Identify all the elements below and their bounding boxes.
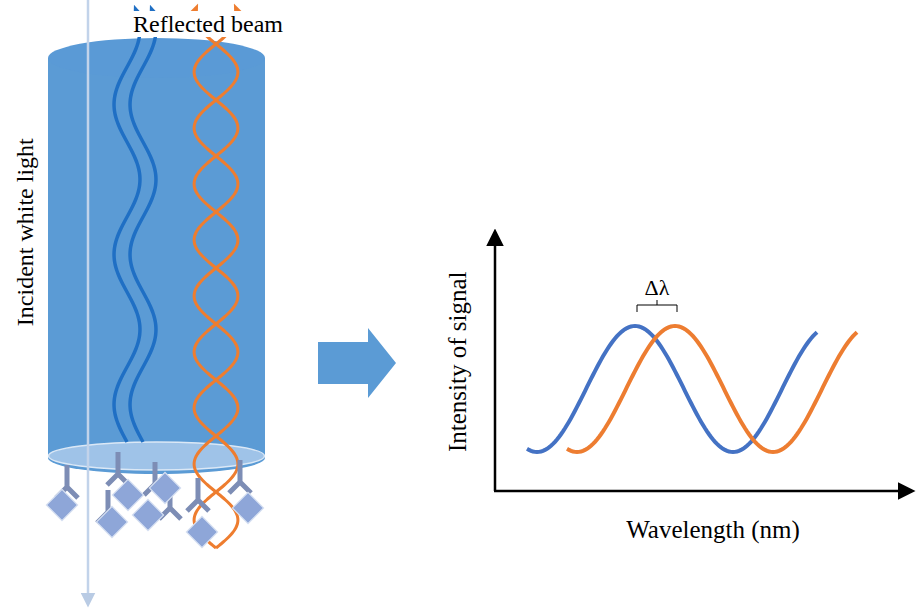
shift-bracket: [637, 300, 677, 312]
antigen: [132, 499, 163, 530]
antigen: [96, 506, 127, 537]
antibody: [229, 460, 251, 493]
spectra: [527, 326, 857, 452]
x-axis: [494, 490, 912, 493]
axis-title: Intensity of signal: [443, 272, 471, 453]
shifted-spectrum: [567, 326, 857, 452]
antibody-layer: [46, 452, 263, 548]
incident-ray: [87, 0, 90, 600]
antigen: [112, 479, 143, 510]
reflected-wave: [130, 10, 156, 442]
antigen: [46, 489, 77, 520]
axis-title: Wavelength (nm): [626, 516, 800, 544]
antigen: [186, 516, 217, 547]
light-label: Incident white light: [12, 138, 38, 326]
beam-label: Reflected beam: [130, 11, 286, 37]
process-arrow: [318, 328, 396, 398]
antibody: [107, 452, 129, 485]
y-axis: [494, 232, 497, 491]
light-waves: [114, 8, 238, 548]
fiber-cylinder: [48, 38, 265, 474]
antigen: [149, 472, 180, 503]
shift-label: Δλ: [645, 276, 670, 300]
antigen: [232, 492, 263, 523]
antibody: [187, 478, 209, 511]
original-spectrum: [527, 326, 817, 452]
shifted-wave: [194, 8, 238, 548]
shifted-wave: [194, 8, 238, 548]
